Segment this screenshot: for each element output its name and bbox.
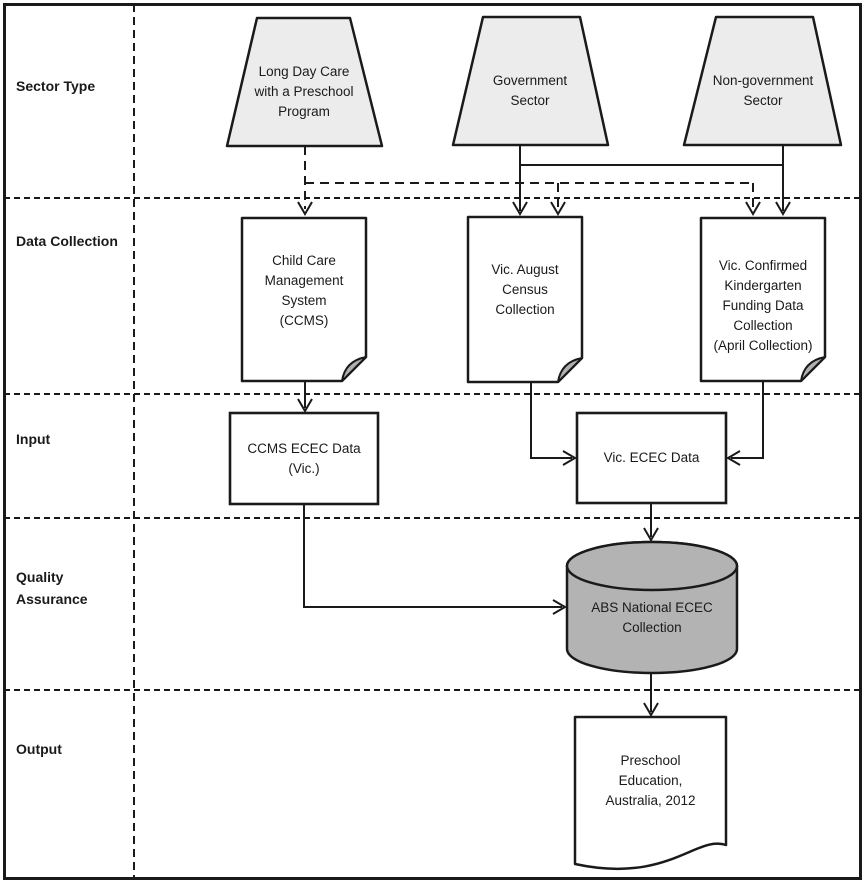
trapezoid-non-government bbox=[682, 15, 843, 147]
document-ccms-fold bbox=[341, 356, 367, 382]
node-label-ccms: Child Care Management System (CCMS) bbox=[264, 253, 344, 328]
arrowhead-branch-census bbox=[550, 201, 566, 216]
trapezoid-government bbox=[451, 15, 610, 147]
arrowhead-gov-to-census bbox=[512, 201, 528, 216]
arrowhead-ldc-to-ccms bbox=[297, 201, 313, 216]
node-label-long-day-care: Long Day Care with a Preschool Program bbox=[254, 64, 354, 119]
node-label-august-census: Vic. August Census Collection bbox=[491, 262, 559, 317]
document-kindergarten-funding-fold bbox=[800, 356, 826, 382]
document-august-census-fold bbox=[557, 357, 583, 383]
row-label-sector-type: Sector Type bbox=[16, 78, 96, 94]
arrowhead-nongov-to-kindergarten bbox=[775, 201, 791, 216]
arrowhead-branch-kindergarten bbox=[745, 201, 761, 216]
node-label-government: Government Sector bbox=[492, 73, 568, 108]
sector-shapes bbox=[225, 15, 843, 148]
node-label-ccms-ecec-data: CCMS ECEC Data (Vic.) bbox=[247, 441, 361, 476]
cylinder-abs-collection bbox=[565, 540, 739, 675]
row-label-quality-assurance: Quality Assurance bbox=[16, 569, 88, 607]
dashed-connectors bbox=[297, 146, 761, 216]
row-label-input: Input bbox=[16, 431, 51, 447]
node-label-non-government: Non-government Sector bbox=[712, 73, 814, 108]
row-dividers bbox=[4, 197, 861, 691]
arrowhead-abs-to-output bbox=[643, 702, 659, 717]
line-kindergarten-to-vicdata bbox=[731, 381, 764, 459]
input-shapes bbox=[228, 411, 728, 506]
rect-vic-ecec-data bbox=[575, 411, 728, 505]
line-ccmsdata-to-abs bbox=[303, 504, 562, 608]
arrowhead-ccms-to-ccmsdata bbox=[297, 398, 313, 413]
cylinder-top bbox=[565, 540, 739, 592]
node-label-vic-ecec-data: Vic. ECEC Data bbox=[603, 450, 700, 465]
line-census-to-vicdata bbox=[530, 382, 572, 459]
node-label-preschool-education: Preschool Education, Australia, 2012 bbox=[605, 753, 696, 808]
trapezoid-long-day-care bbox=[225, 16, 384, 148]
solid-connectors bbox=[297, 146, 791, 717]
document-preschool-education bbox=[573, 715, 728, 870]
document-shapes bbox=[240, 215, 827, 384]
row-label-data-collection: Data Collection bbox=[16, 233, 118, 249]
rect-ccms-ecec-data bbox=[228, 411, 380, 506]
arrowhead-kindergarten-to-vicdata bbox=[726, 450, 741, 466]
arrowhead-vicdata-to-abs bbox=[643, 527, 659, 542]
arrowhead-census-to-vicdata bbox=[562, 450, 577, 466]
diagram-border bbox=[3, 3, 862, 880]
node-label-abs-collection: ABS National ECEC Collection bbox=[591, 600, 713, 635]
arrowhead-ccmsdata-to-abs bbox=[552, 599, 567, 615]
row-label-output: Output bbox=[16, 741, 62, 757]
node-label-kindergarten-funding: Vic. Confirmed Kindergarten Funding Data… bbox=[713, 258, 813, 353]
